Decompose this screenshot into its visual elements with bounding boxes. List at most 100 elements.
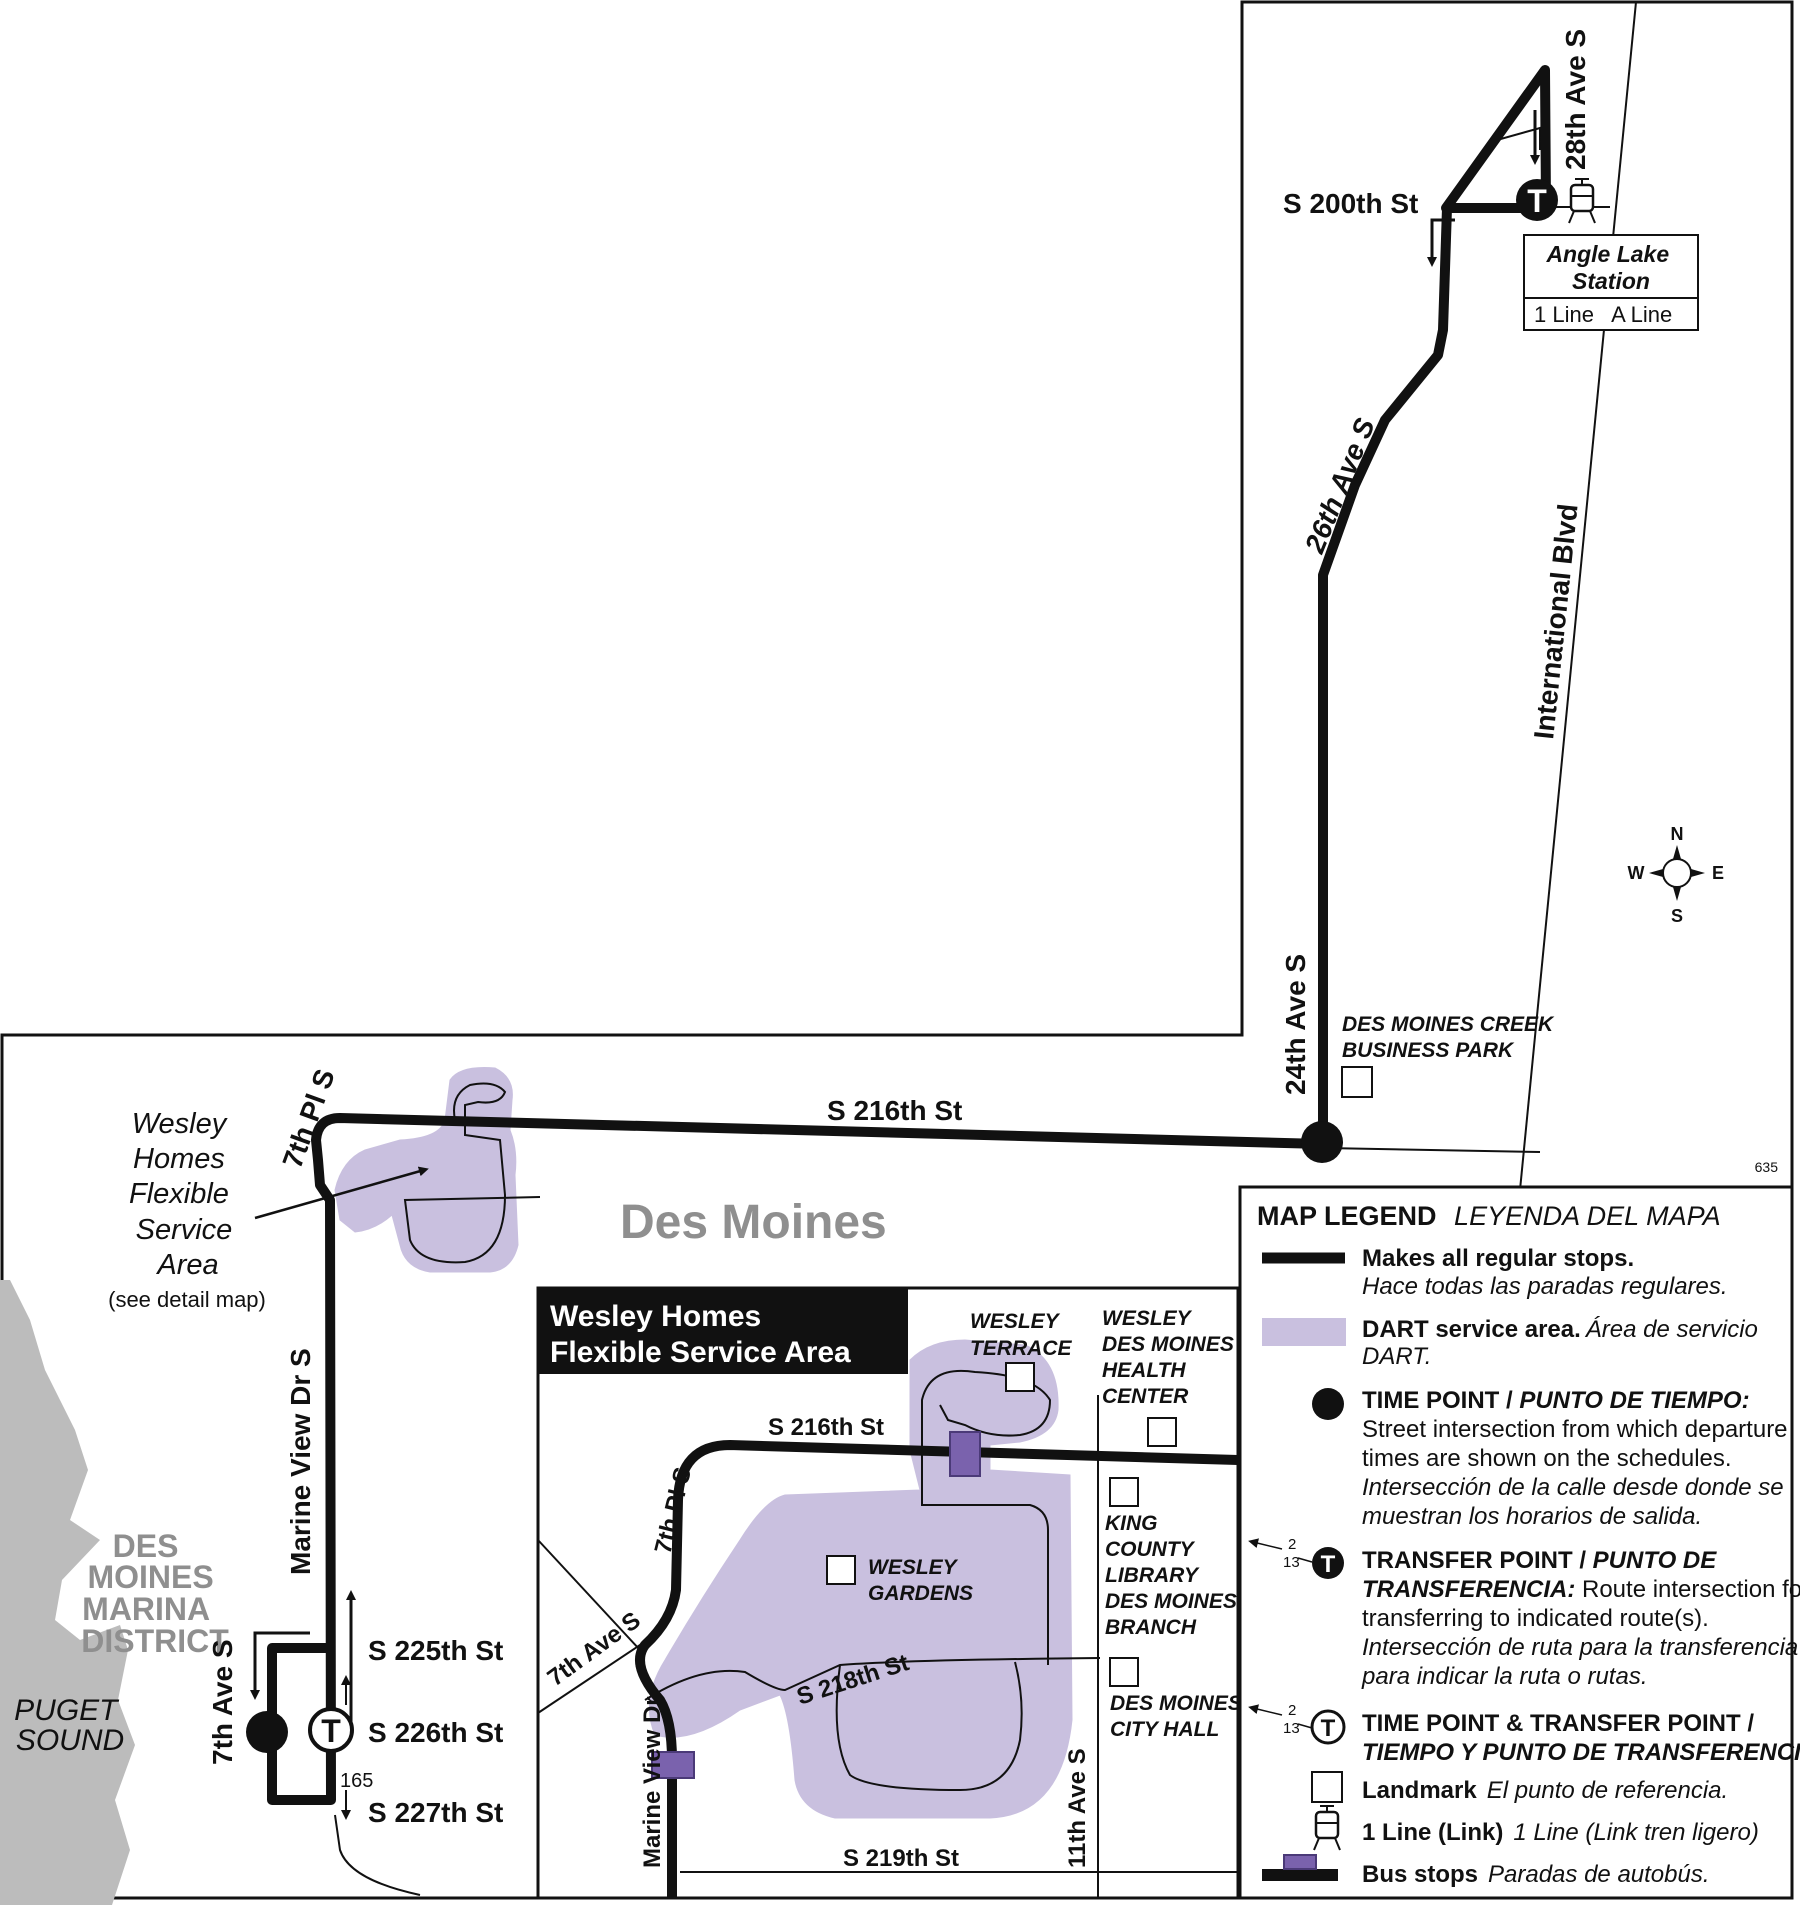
legend-time-point-icon xyxy=(1312,1388,1344,1420)
arrow-s200 xyxy=(1427,218,1455,267)
label-s216th: S 216th St xyxy=(827,1095,962,1126)
label-business-park: DES MOINES CREEK BUSINESS PARK xyxy=(1342,1013,1559,1062)
svg-text:para indicar la ruta o rutas.: para indicar la ruta o rutas. xyxy=(1361,1663,1647,1690)
legend-title: MAP LEGEND LEYENDA DEL MAPA xyxy=(1257,1201,1721,1231)
arrow-7th-ave xyxy=(250,1631,310,1700)
inset-label-s219th: S 219th St xyxy=(843,1845,959,1872)
label-28th-ave: 28th Ave S xyxy=(1560,29,1591,170)
inset-label-wesley-terrace: WESLEY TERRACE xyxy=(970,1310,1072,1360)
svg-text:Hace todas las paradas regular: Hace todas las paradas regulares. xyxy=(1362,1273,1728,1300)
angle-lake-station-box: Angle Lake Station 1 Line A Line xyxy=(1523,234,1699,331)
svg-text:DART service area.Área de serv: DART service area.Área de servicio xyxy=(1362,1316,1758,1343)
inset-label-library: KING COUNTY LIBRARY DES MOINES BRANCH xyxy=(1105,1512,1243,1639)
svg-text:E: E xyxy=(1712,863,1724,883)
timepoint-transfer-226th-t: T xyxy=(321,1713,341,1749)
inset-wesley-detail-map: Wesley Homes Flexible Service Area S 216… xyxy=(536,1286,1248,1900)
svg-text:transferring to indicated rout: transferring to indicated route(s). xyxy=(1362,1605,1709,1632)
shoreline xyxy=(0,1280,135,1905)
svg-text:N: N xyxy=(1671,824,1684,844)
wesley-callout: Wesley Homes Flexible Service Area xyxy=(129,1108,240,1281)
svg-text:TRANSFER POINT / PUNTO DE: TRANSFER POINT / PUNTO DE xyxy=(1362,1547,1717,1574)
svg-text:1 Line (Link)1 Line (Link tren: 1 Line (Link)1 Line (Link tren ligero) xyxy=(1362,1819,1759,1846)
legend-light-rail-icon xyxy=(1313,1805,1341,1851)
landmark-wesley-gardens xyxy=(826,1555,856,1585)
callout-arrow xyxy=(254,1166,429,1220)
svg-text:2: 2 xyxy=(1288,1702,1296,1719)
inset-title-bar xyxy=(538,1288,908,1374)
map-legend: MAP LEGEND LEYENDA DEL MAPA Makes all re… xyxy=(1238,1185,1800,1900)
transfer-point-angle-lake-t: T xyxy=(1527,183,1547,219)
label-s225th: S 225th St xyxy=(368,1635,503,1666)
svg-text:TRANSFERENCIA: Route intersect: TRANSFERENCIA: Route intersection for xyxy=(1362,1576,1800,1603)
map-number: 635 xyxy=(1755,1159,1779,1175)
label-s200th: S 200th St xyxy=(1283,188,1418,219)
light-rail-icon xyxy=(1568,178,1596,224)
time-point-7th-ave xyxy=(246,1711,288,1753)
marina-district-label: DES MOINES MARINA DISTRICT xyxy=(81,1528,229,1659)
landmark-library xyxy=(1109,1477,1139,1507)
svg-text:Angle Lake Station: Angle Lake Station xyxy=(1545,241,1675,294)
route-line-inset xyxy=(635,1440,1239,1898)
svg-text:T: T xyxy=(1321,1551,1336,1578)
legend-tp-transfer-icon: 2 13 T xyxy=(1248,1702,1346,1745)
compass-icon: N S E W xyxy=(1628,824,1725,926)
s227-thin xyxy=(334,1814,421,1896)
svg-text:T: T xyxy=(1321,1715,1336,1742)
s216th-east-thin xyxy=(1324,1147,1541,1153)
route-line-main xyxy=(267,65,1551,1805)
svg-text:DART.: DART. xyxy=(1362,1343,1431,1370)
landmark-business-park xyxy=(1341,1066,1373,1098)
dart-service-area-main xyxy=(334,1067,519,1273)
svg-text:Intersección de la calle desde: Intersección de la calle desde donde se xyxy=(1362,1474,1784,1501)
landmark-city-hall xyxy=(1109,1657,1139,1687)
label-7th-ave: 7th Ave S xyxy=(207,1639,238,1765)
inset-label-marine: Marine View Dr xyxy=(639,1696,666,1868)
puget-sound-label: PUGET SOUND xyxy=(14,1694,126,1757)
dart-main-interior xyxy=(403,1082,541,1264)
dart-inset-interior xyxy=(644,1369,1101,1792)
landmark-health-center xyxy=(1147,1417,1177,1447)
svg-text:TIME POINT & TRANSFER POINT /: TIME POINT & TRANSFER POINT / xyxy=(1362,1710,1754,1737)
legend-dart-swatch xyxy=(1262,1318,1346,1346)
inset-label-city-hall: DES MOINES CITY HALL xyxy=(1110,1692,1248,1741)
inset-label-health-center: WESLEY DES MOINES HEALTH CENTER xyxy=(1102,1307,1240,1408)
svg-text:muestran los horarios de salid: muestran los horarios de salida. xyxy=(1362,1503,1702,1530)
svg-text:2: 2 xyxy=(1288,1536,1296,1553)
landmark-wesley-terrace xyxy=(1005,1362,1035,1392)
inset-7th-ave-cont xyxy=(537,1644,641,1714)
inset-label-wesley-gardens: WESLEY GARDENS xyxy=(868,1556,973,1605)
inset-label-11th-ave: 11th Ave S xyxy=(1064,1748,1091,1868)
station-lines: 1 Line A Line xyxy=(1534,302,1672,327)
legend-landmark-icon xyxy=(1311,1771,1343,1803)
time-point-216-24th xyxy=(1301,1121,1343,1163)
international-blvd-line xyxy=(1519,1,1637,1191)
svg-text:Intersección de ruta para la t: Intersección de ruta para la transferenc… xyxy=(1362,1634,1798,1661)
svg-text:TIEMPO Y PUNTO DE TRANSFERENCI: TIEMPO Y PUNTO DE TRANSFERENCIA xyxy=(1362,1739,1800,1766)
svg-text:13: 13 xyxy=(1283,1554,1300,1571)
inset-7th-ave-line xyxy=(537,1539,641,1651)
svg-text:times are shown on the schedul: times are shown on the schedules. xyxy=(1362,1445,1732,1472)
label-s227th: S 227th St xyxy=(368,1797,503,1828)
bus-stop-216th xyxy=(949,1431,981,1477)
label-s226th: S 226th St xyxy=(368,1717,503,1748)
svg-text:Makes all regular stops.: Makes all regular stops. xyxy=(1362,1245,1634,1272)
svg-text:13: 13 xyxy=(1283,1720,1300,1737)
label-24th-ave: 24th Ave S xyxy=(1280,954,1311,1095)
svg-text:Street intersection from which: Street intersection from which departure xyxy=(1362,1416,1788,1443)
transfer-point-angle-lake xyxy=(1516,179,1558,221)
inset-label-s216th: S 216th St xyxy=(768,1414,884,1441)
svg-text:S: S xyxy=(1671,906,1683,926)
legend-bus-stop-icon xyxy=(1262,1854,1338,1881)
svg-text:W: W xyxy=(1628,863,1645,883)
timepoint-transfer-226th xyxy=(308,1707,354,1753)
svg-text:TIME POINT / PUNTO DE TIEMPO:: TIME POINT / PUNTO DE TIEMPO: xyxy=(1362,1387,1750,1414)
label-marine-view-dr: Marine View Dr S xyxy=(285,1348,316,1575)
label-route-165: 165 xyxy=(340,1770,373,1792)
bus-stop-marine-view xyxy=(651,1751,695,1779)
label-des-moines: Des Moines xyxy=(620,1196,887,1249)
legend-transfer-icon: 2 13 T xyxy=(1248,1536,1344,1579)
inset-title: Wesley Homes Flexible Service Area xyxy=(550,1300,851,1369)
